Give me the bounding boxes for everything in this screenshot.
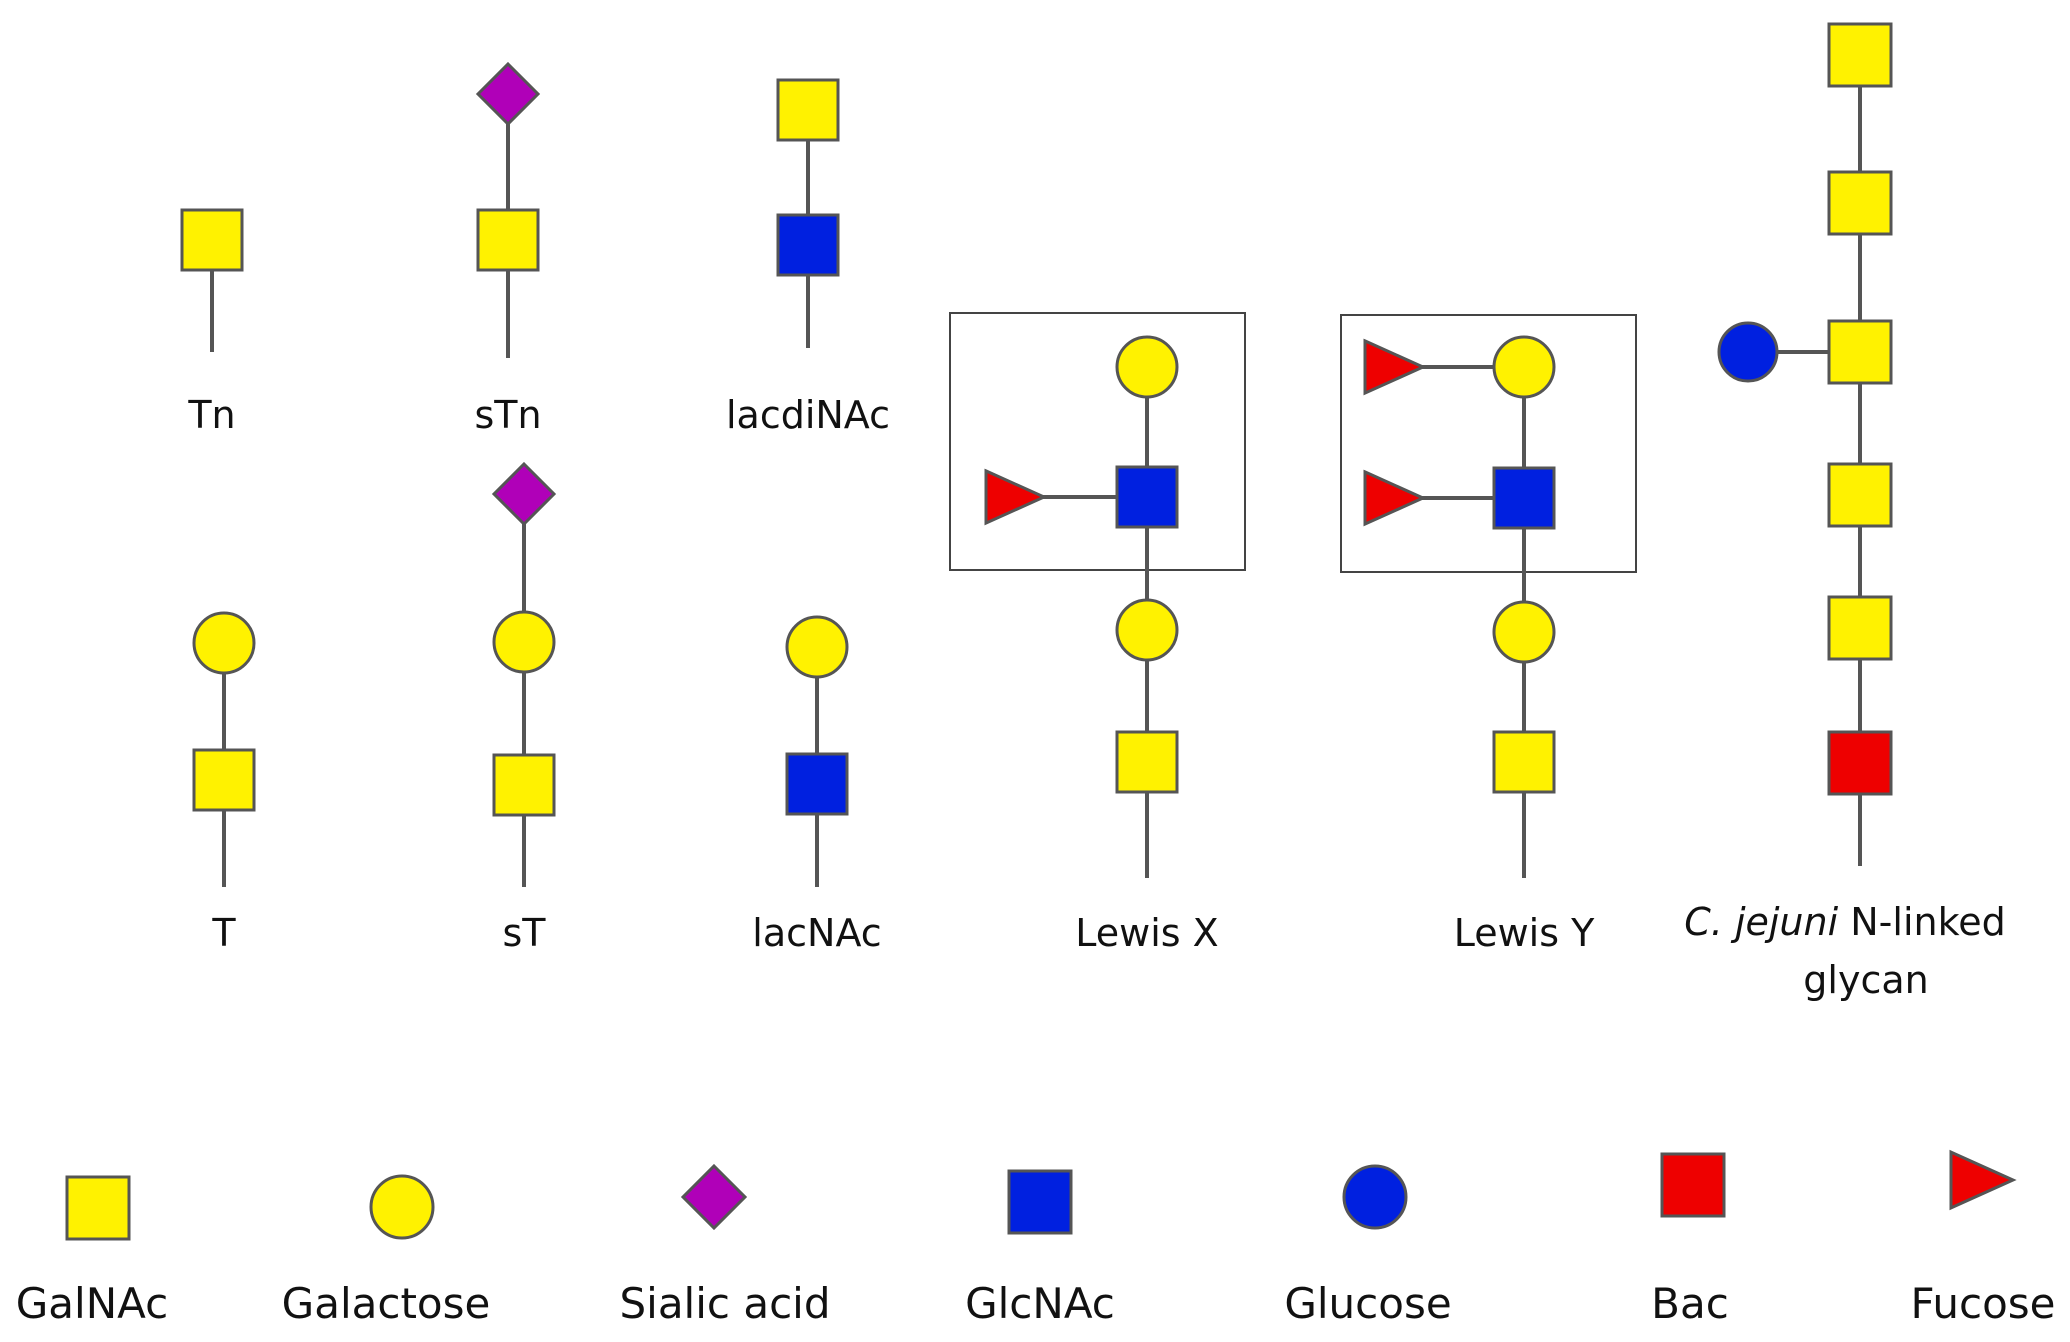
legend-item-bac: Bac (1651, 1152, 1729, 1328)
structure-label-stn: sTn (474, 393, 541, 437)
structure-lacnac (785, 615, 849, 887)
legend-item-galnac: GalNAc (16, 1175, 168, 1328)
structure-label-lewis-y: Lewis Y (1454, 911, 1595, 955)
fucose-residue (984, 468, 1048, 526)
legend-label: Fucose (1911, 1279, 2056, 1328)
structure-label-t: T (211, 911, 236, 955)
structure-c-jejuni-n-linked-glycan (1717, 22, 1893, 866)
galnac-residue (492, 753, 556, 817)
sialic-acid-residue (491, 461, 557, 527)
sialic-acid-residue (475, 61, 541, 127)
legend-item-galactose: Galactose (282, 1174, 491, 1328)
epitope-box (1340, 314, 1637, 573)
structure-label-lewis-x: Lewis X (1075, 911, 1218, 955)
galnac-residue (1115, 730, 1179, 794)
galnac-residue (1827, 595, 1893, 661)
galactose-residue (1492, 600, 1556, 664)
glycan-type: N-linked (1838, 900, 2006, 944)
galnac-residue (180, 208, 244, 272)
fucose-residue (1363, 338, 1427, 396)
legend-item-sialic-acid: Sialic acid (619, 1163, 831, 1328)
structure-label-c-jejuni: C. jejuni N-linked (1684, 900, 2006, 944)
structure-label-tn: Tn (187, 393, 235, 437)
structure-label-c-jejuni-line2: glycan (1803, 958, 1928, 1002)
glcnac-residue (1115, 465, 1179, 529)
legend-symbol-galnac (65, 1175, 131, 1241)
structure-t (192, 611, 256, 887)
legend-label: Bac (1651, 1279, 1729, 1328)
galnac-residue (1827, 462, 1893, 528)
legend-item-glucose: Glucose (1284, 1164, 1452, 1328)
galnac-residue (776, 78, 840, 142)
structure-label-lacdinac: lacdiNAc (726, 393, 890, 437)
galnac-residue (476, 208, 540, 272)
glcnac-residue (776, 213, 840, 277)
legend-item-fucose: Fucose (1911, 1149, 2056, 1328)
legend: GalNAc Galactose Sialic acid GlcNAc Glucose B… (16, 1149, 2056, 1328)
glcnac-residue (785, 752, 849, 816)
structure-label-lacnac: lacNAc (752, 911, 881, 955)
galnac-residue (192, 748, 256, 812)
galnac-residue (1827, 319, 1893, 385)
legend-symbol-galactose (369, 1174, 435, 1240)
galactose-residue (1115, 598, 1179, 662)
glucose-residue (1717, 321, 1779, 383)
legend-symbol-glcnac (1007, 1169, 1073, 1235)
galnac-residue (1827, 22, 1893, 88)
galactose-residue (1115, 335, 1179, 399)
galactose-residue (785, 615, 849, 679)
structure-lewis-y (1340, 314, 1637, 878)
epitope-box (949, 312, 1246, 571)
structure-lewis-x (949, 312, 1246, 878)
legend-symbol-fucose (1949, 1149, 2017, 1211)
structure-lacdinac (776, 78, 840, 348)
legend-symbol-sialic-acid (680, 1163, 748, 1231)
structure-tn (180, 208, 244, 352)
legend-label: Galactose (282, 1279, 491, 1328)
galnac-residue (1492, 730, 1556, 794)
fucose-residue (1363, 469, 1427, 527)
legend-label: Glucose (1284, 1279, 1451, 1328)
legend-item-glcnac: GlcNAc (965, 1169, 1115, 1328)
galactose-residue (492, 610, 556, 674)
species-name: C. jejuni (1684, 900, 1838, 944)
legend-label: Sialic acid (619, 1279, 830, 1328)
legend-label: GalNAc (16, 1279, 168, 1328)
structure-label-st: sT (502, 911, 546, 955)
legend-symbol-glucose (1342, 1164, 1408, 1230)
bac-residue (1827, 730, 1893, 796)
structure-stn (475, 61, 541, 358)
legend-label: GlcNAc (965, 1279, 1115, 1328)
legend-symbol-bac (1660, 1152, 1726, 1218)
galactose-residue (192, 611, 256, 675)
structure-st (491, 461, 557, 887)
galactose-residue (1492, 335, 1556, 399)
galnac-residue (1827, 170, 1893, 236)
glcnac-residue (1492, 466, 1556, 530)
